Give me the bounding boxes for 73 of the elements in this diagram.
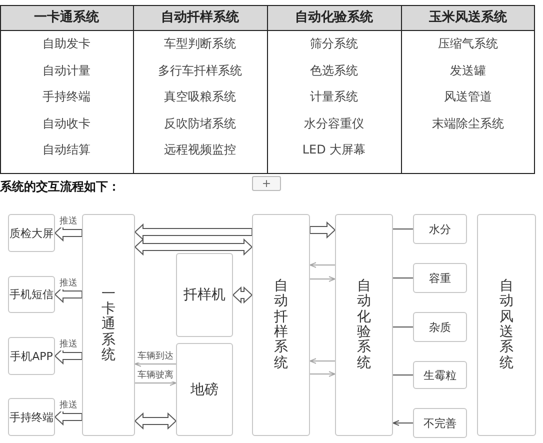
arrow <box>134 361 176 367</box>
column-header: 自动化验系统 <box>295 8 373 26</box>
arrow <box>310 262 336 268</box>
node-label: 地磅 <box>190 380 218 398</box>
table-cell-text: 远程视频监控 <box>164 142 236 158</box>
table-cell-text: 风送管道 <box>444 88 492 106</box>
node-label: 不完善 <box>424 416 456 430</box>
process-box <box>413 408 467 438</box>
column-header: 一卡通系统 <box>34 8 99 26</box>
arrow <box>134 380 176 386</box>
arrow <box>310 221 336 239</box>
arrow <box>134 223 252 241</box>
column-header: 玉米风送系统 <box>429 8 507 26</box>
edge-label: 车辆驶离 <box>136 368 174 382</box>
node-label: 质检大屏 <box>10 226 54 240</box>
system-panel <box>335 214 393 436</box>
table-cell-text: 计量系统 <box>310 88 358 106</box>
node-label: 自动化验系统 <box>357 278 371 372</box>
process-box <box>413 361 467 389</box>
process-box <box>413 214 467 244</box>
table-cell-text: 自助发卡 <box>42 36 90 52</box>
table-cell-text: 自动计量 <box>42 62 90 80</box>
arrow <box>310 276 336 282</box>
edge-label: 推送 <box>58 276 78 289</box>
arrow <box>134 412 177 430</box>
system-panel <box>252 214 310 436</box>
process-box <box>413 263 467 293</box>
system-panel <box>477 214 536 436</box>
node-label: 生霉粒 <box>424 368 456 382</box>
table-cell-text: 压缩气系统 <box>438 36 498 52</box>
table-cell-text: 车型判断系统 <box>164 36 236 52</box>
table-cell-text: 自动收卡 <box>42 116 90 132</box>
process-box <box>8 398 55 436</box>
node-label: 一卡通系统 <box>102 286 116 364</box>
arrow <box>392 420 414 426</box>
section-heading: 系统的交互流程如下： <box>0 178 120 196</box>
edge-label: 推送 <box>58 214 78 228</box>
arrow <box>310 358 336 364</box>
table-cell-text: 自动结算 <box>42 142 90 158</box>
process-box <box>8 276 55 313</box>
node-label: 容重 <box>429 270 451 286</box>
process-box <box>413 312 467 342</box>
add-button: + <box>252 176 281 191</box>
table-cell-text: 筛分系统 <box>310 36 358 52</box>
node-label: 手机APP <box>10 348 53 364</box>
node-label: 杂质 <box>429 320 451 334</box>
table-cell-text: 真空吸粮系统 <box>164 88 236 106</box>
table-cell-text: 末端除尘系统 <box>432 116 504 132</box>
table-cell-text: 反吹防堵系统 <box>164 116 236 132</box>
process-box <box>8 214 55 252</box>
table-cell-text: 发送罐 <box>450 62 486 80</box>
edge-label: 推送 <box>58 398 78 412</box>
process-box <box>176 343 233 436</box>
process-box <box>8 337 55 375</box>
table-cell-text: LED 大屏幕 <box>302 142 366 158</box>
table-cell-text: 多行车扦样系统 <box>158 62 242 80</box>
table-cell-text: 色选系统 <box>310 62 358 80</box>
node-label: 手机短信 <box>10 287 54 302</box>
edge-label: 车辆到达 <box>136 350 174 362</box>
column-header: 自动扦样系统 <box>161 8 239 26</box>
process-box <box>176 253 233 337</box>
node-label: 水分 <box>429 222 451 236</box>
edge-label: 推送 <box>58 338 78 350</box>
node-label: 自动扦样系统 <box>274 278 288 372</box>
node-label: 扦样机 <box>184 286 226 304</box>
arrow <box>232 286 253 304</box>
node-label: 自动风送系统 <box>500 278 514 372</box>
node-label: 手持终端 <box>10 410 54 424</box>
system-panel <box>82 214 135 436</box>
table-cell-text: 水分容重仪 <box>304 116 364 132</box>
arrow <box>310 371 336 377</box>
table-cell-text: 手持终端 <box>42 88 90 106</box>
arrow <box>134 238 253 256</box>
